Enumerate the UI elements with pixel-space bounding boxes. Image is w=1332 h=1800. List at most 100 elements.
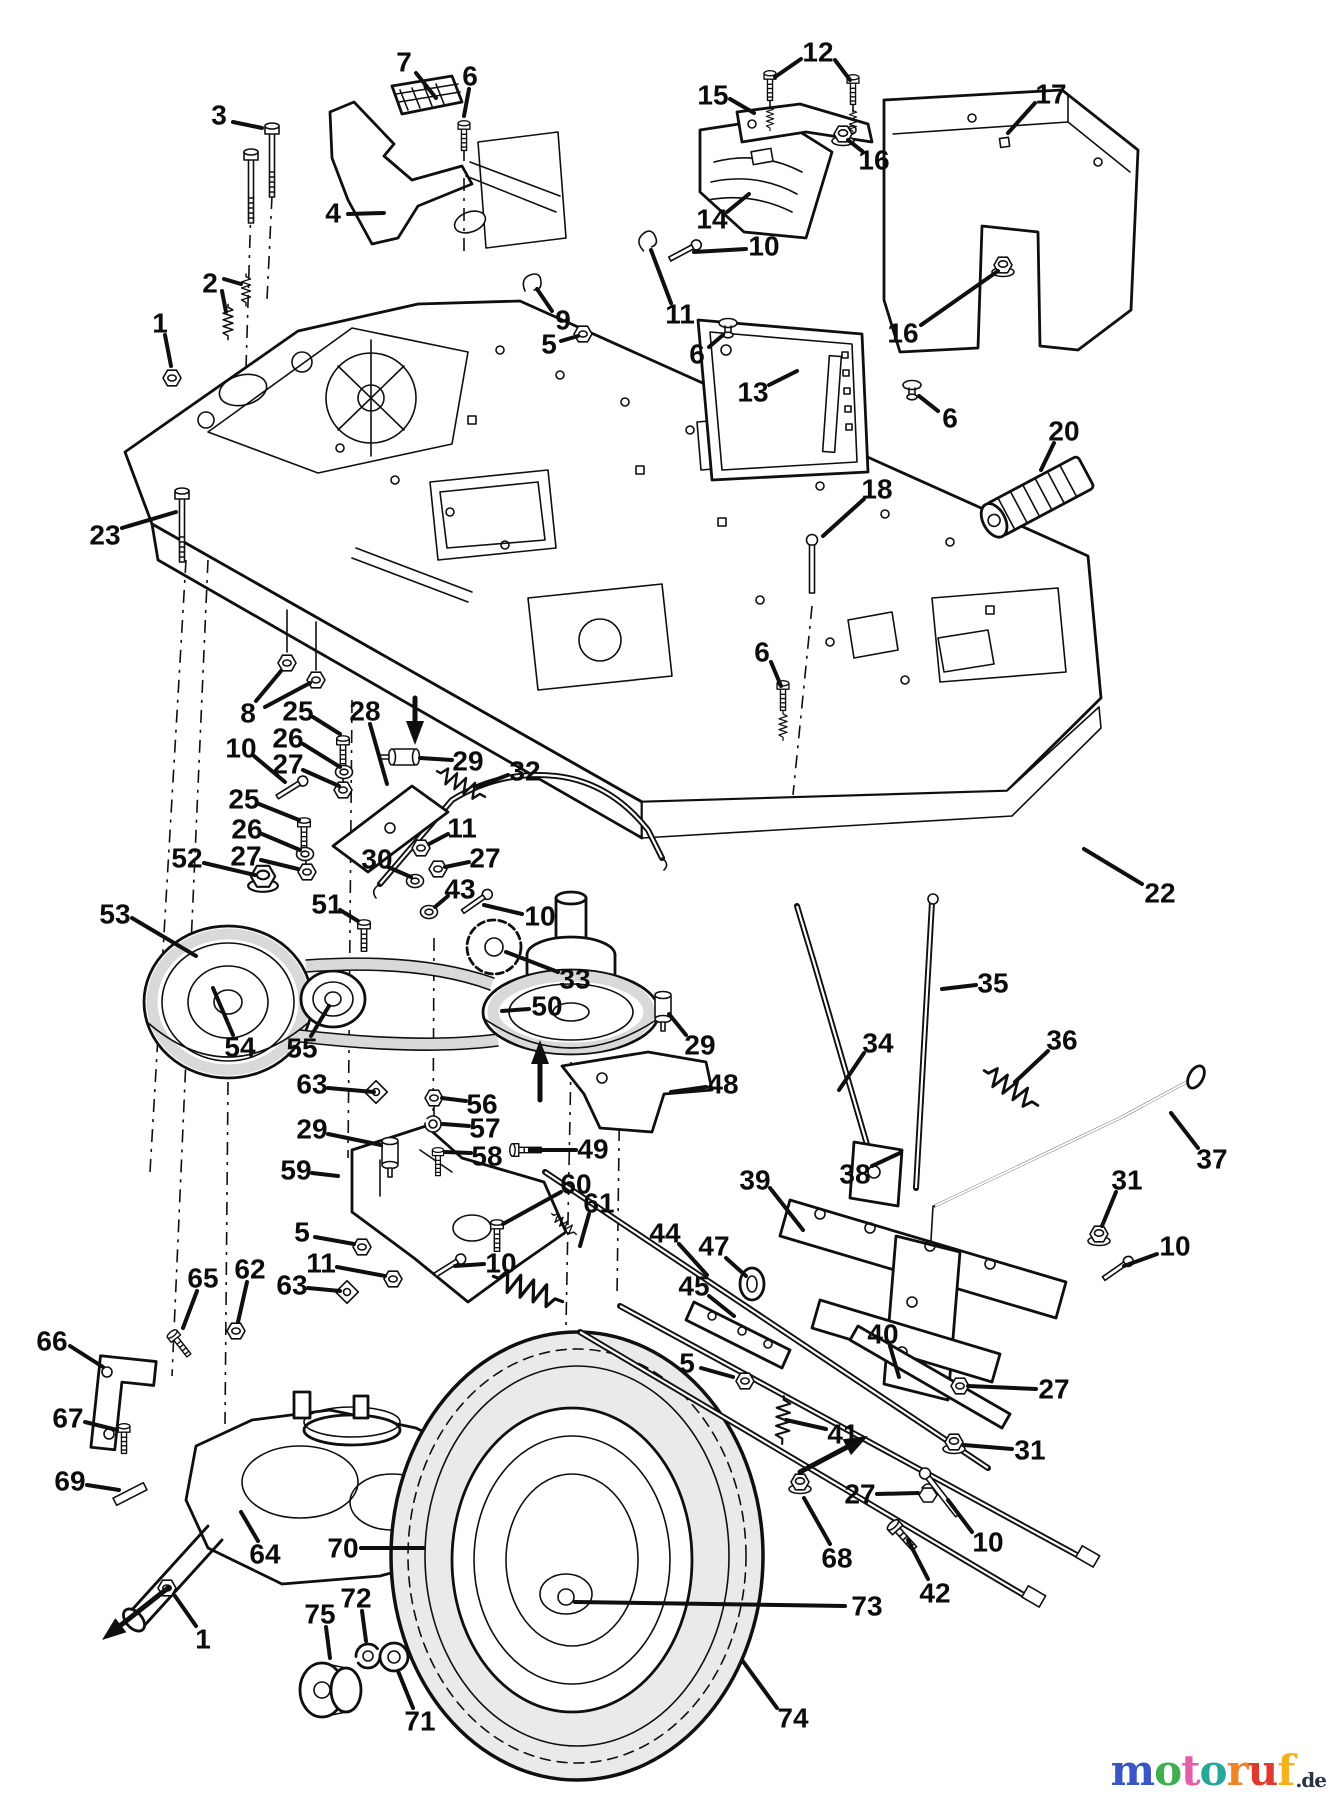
part-label-66: 66 <box>36 1326 105 1369</box>
part-label-9: 9 <box>535 287 571 336</box>
part-number-text: 70 <box>327 1533 358 1564</box>
part-label-26: 26 <box>272 723 342 769</box>
part-label-27: 27 <box>966 1374 1070 1405</box>
watermark-letter: f <box>1277 1746 1295 1795</box>
part-number-text: 45 <box>678 1271 709 1302</box>
part-number-text: 27 <box>844 1479 875 1510</box>
shoulder-bolt-icon <box>335 735 351 769</box>
part-label-10: 10 <box>225 733 287 784</box>
part-number-text: 47 <box>698 1231 729 1262</box>
part-number-text: 43 <box>444 874 475 905</box>
part-number-text: 71 <box>404 1706 435 1737</box>
part-number-text: 26 <box>272 723 303 754</box>
watermark-letter: o <box>1199 1746 1228 1795</box>
part-label-16: 16 <box>846 138 890 176</box>
part-number-text: 27 <box>1038 1374 1069 1405</box>
flange-lock-nut-icon <box>1087 1225 1111 1247</box>
engine-cover-17 <box>882 88 1140 354</box>
part-label-70: 70 <box>327 1533 426 1564</box>
part-number-text: 67 <box>52 1403 83 1434</box>
lift-rod-34 <box>794 903 871 1151</box>
flange-lock-nut-icon <box>788 1473 812 1495</box>
part-label-18: 18 <box>821 474 893 538</box>
hex-bolt-icon <box>356 919 372 953</box>
part-label-38: 38 <box>839 1151 902 1190</box>
part-number-text: 3 <box>211 100 227 131</box>
latch-hook-icon <box>635 228 660 253</box>
part-number-text: 7 <box>396 47 412 78</box>
part-label-11: 11 <box>306 1248 387 1279</box>
part-label-13: 13 <box>737 369 799 408</box>
part-number-text: 62 <box>234 1254 265 1285</box>
part-number-text: 12 <box>802 37 833 68</box>
brake-plate-28 <box>331 784 450 874</box>
part-label-52: 52 <box>171 843 257 877</box>
part-number-text: 17 <box>1035 79 1066 110</box>
frame-assembly-39 <box>778 1198 1068 1402</box>
hex-nut-icon <box>411 839 431 857</box>
part-label-59: 59 <box>280 1155 340 1186</box>
part-number-text: 39 <box>739 1165 770 1196</box>
mounting-plate-13 <box>696 318 870 482</box>
part-label-5: 5 <box>541 329 580 360</box>
part-number-text: 34 <box>862 1028 894 1059</box>
part-number-text: 37 <box>1196 1144 1227 1175</box>
direction-arrow-icon <box>102 1585 171 1640</box>
part-label-27: 27 <box>844 1479 920 1510</box>
watermark-letter: t <box>1181 1746 1200 1795</box>
part-label-49: 49 <box>528 1134 609 1165</box>
part-label-28: 28 <box>349 696 389 786</box>
hex-nut-icon <box>573 325 593 343</box>
part-number-text: 6 <box>462 61 478 92</box>
part-number-text: 13 <box>737 377 768 408</box>
part-number-text: 49 <box>577 1134 608 1165</box>
part-label-10: 10 <box>946 1498 1004 1558</box>
part-label-74: 74 <box>740 1658 809 1734</box>
part-label-27: 27 <box>272 749 341 788</box>
part-label-10: 10 <box>482 901 556 932</box>
spindle-pulley-50 <box>481 890 661 1056</box>
part-number-text: 31 <box>1111 1165 1142 1196</box>
part-number-text: 6 <box>942 403 958 434</box>
mower-deck-housing <box>123 299 1103 840</box>
part-label-10: 10 <box>692 231 780 262</box>
part-label-57: 57 <box>441 1113 501 1144</box>
part-label-4: 4 <box>325 198 386 229</box>
part-label-8: 8 <box>240 669 312 729</box>
carriage-bolt-icon <box>243 148 259 224</box>
part-number-text: 29 <box>684 1030 715 1061</box>
part-number-text: 6 <box>754 637 770 668</box>
hex-nut-icon <box>297 863 317 881</box>
lift-shaft-37 <box>927 1064 1206 1293</box>
part-number-text: 36 <box>1046 1025 1077 1056</box>
cotter-pin-icon <box>1100 1253 1137 1284</box>
part-label-36: 36 <box>1013 1025 1078 1084</box>
direction-arrow-icon <box>406 695 424 745</box>
part-number-text: 75 <box>304 1599 335 1630</box>
part-number-text: 54 <box>224 1032 256 1063</box>
part-number-text: 73 <box>851 1591 882 1622</box>
spacer-33 <box>465 918 523 976</box>
lock-nut-icon <box>162 369 182 387</box>
part-number-text: 6 <box>689 339 705 370</box>
part-number-text: 8 <box>240 698 256 729</box>
hex-nut-icon <box>226 1322 246 1340</box>
part-label-30: 30 <box>361 844 413 879</box>
hex-nut-icon <box>383 1270 403 1288</box>
part-label-63: 63 <box>276 1270 342 1301</box>
part-label-34: 34 <box>837 1028 894 1092</box>
part-label-55: 55 <box>286 1004 331 1064</box>
part-number-text: 1 <box>152 308 168 339</box>
watermark-suffix: .de <box>1295 1768 1327 1792</box>
part-number-text: 65 <box>187 1263 218 1294</box>
part-label-33: 33 <box>504 950 591 995</box>
lift-spring-icon <box>977 1061 1045 1115</box>
part-label-25: 25 <box>228 784 301 822</box>
part-label-40: 40 <box>867 1319 901 1379</box>
part-number-text: 28 <box>349 696 380 727</box>
part-label-3: 3 <box>211 100 264 131</box>
part-number-text: 16 <box>887 318 918 349</box>
flange-lock-nut-icon <box>277 654 297 672</box>
flat-washer-71 <box>378 1641 410 1673</box>
part-number-text: 10 <box>748 231 779 262</box>
